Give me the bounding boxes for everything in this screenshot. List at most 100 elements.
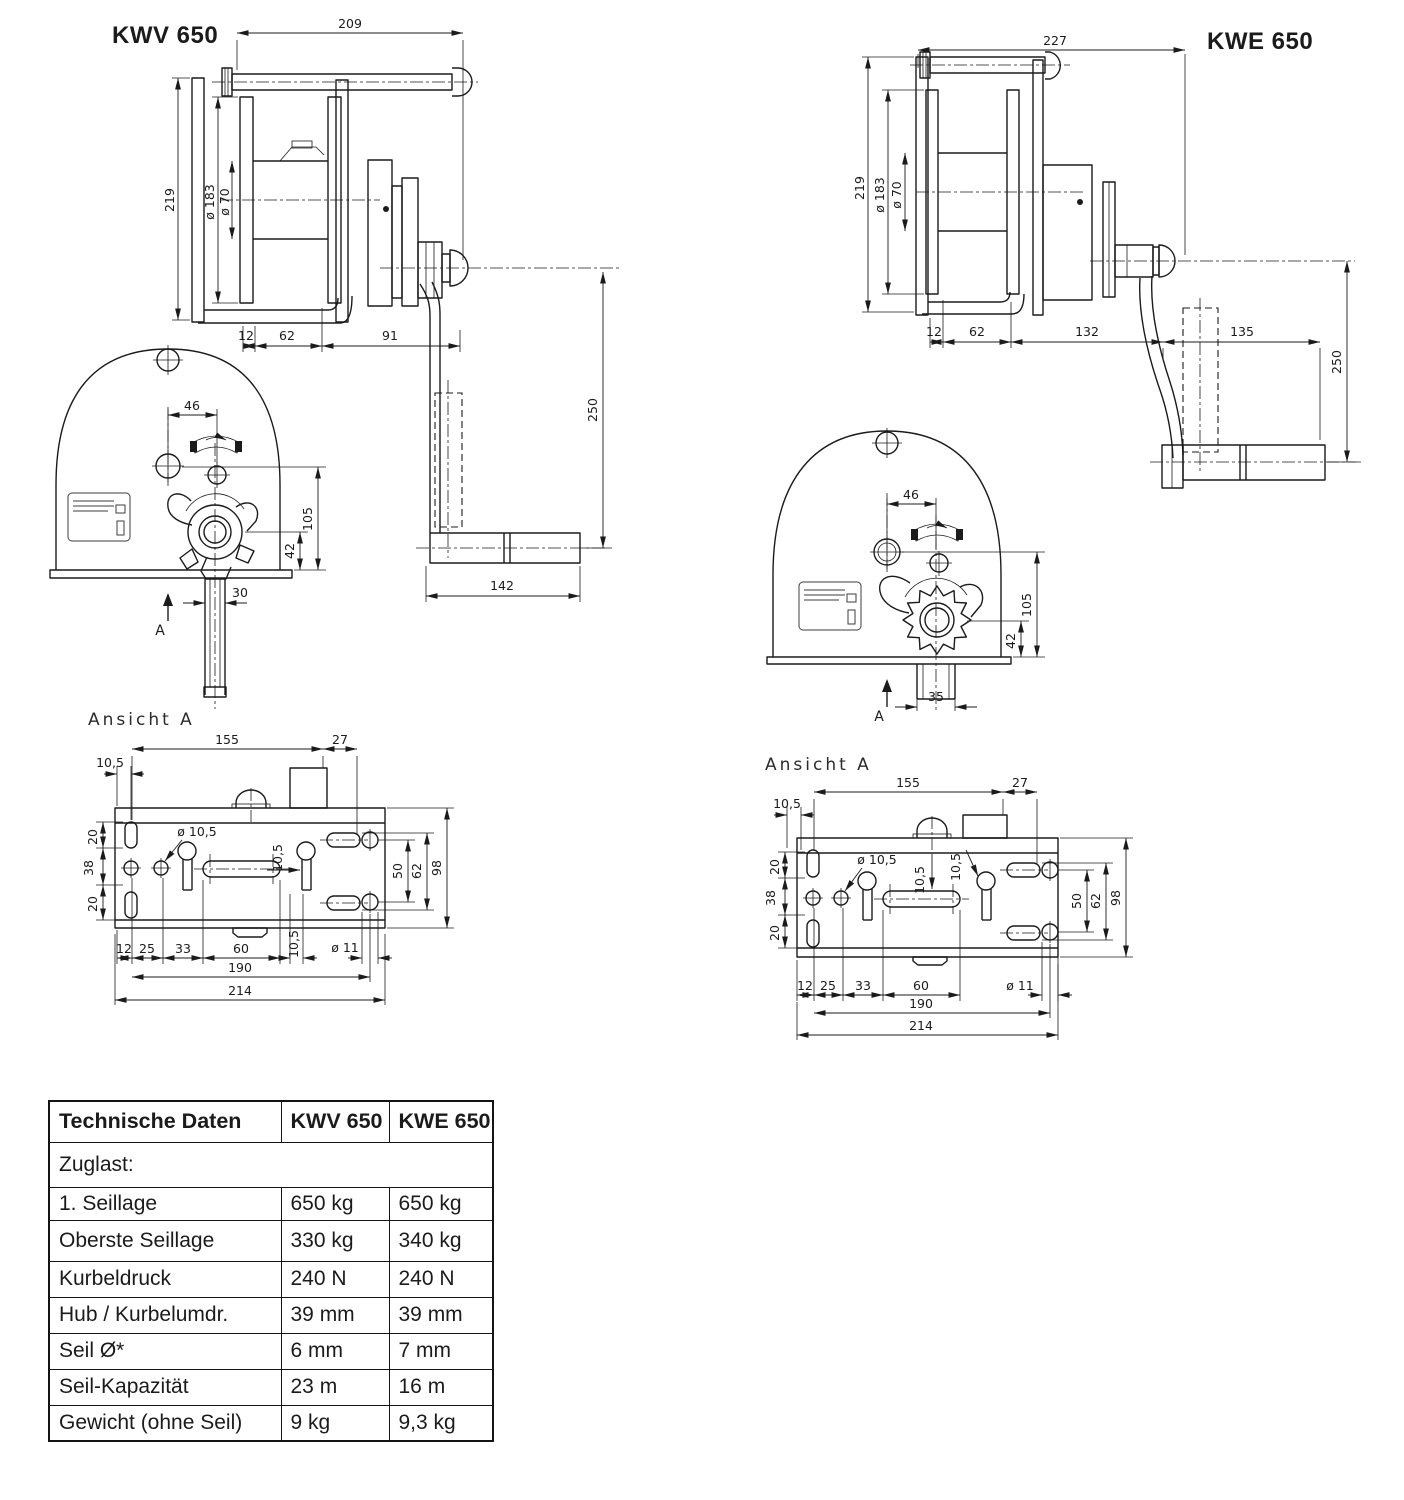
kwv-value: 240 N — [280, 1260, 390, 1298]
dim-10-5-bottom: 10,5 — [286, 930, 301, 958]
row-label: Oberste Seillage — [48, 1219, 282, 1262]
dim-219: 219 — [852, 176, 867, 200]
kwe-value: 9,3 kg — [388, 1404, 494, 1442]
dim-33: 33 — [175, 941, 191, 956]
table-header-kwe650: KWE 650 — [388, 1100, 494, 1143]
dim-33: 33 — [855, 978, 871, 993]
table-header-technische-daten: Technische Daten — [48, 1100, 282, 1143]
dim-dia183: ø 183 — [872, 177, 887, 212]
kwv-front-view-drawing: 46 105 42 30 A — [49, 345, 326, 709]
row-label: Seil-Kapazität — [48, 1368, 282, 1406]
dim-20b: 20 — [85, 896, 100, 912]
kwv-value: 650 kg — [280, 1186, 390, 1221]
kwv-front-dimensions: 46 105 42 30 A — [155, 398, 326, 639]
dim-190: 190 — [909, 996, 933, 1011]
dim-190: 190 — [228, 960, 252, 975]
row-label: Seil Ø* — [48, 1332, 282, 1370]
kwe-base-plate-drawing: 155 27 10,5 20 38 20 ø 10,5 10,5 10,5 50… — [763, 775, 1133, 1040]
kwe-plate-body — [796, 814, 1059, 966]
kwe-title: KWE 650 — [1207, 28, 1314, 55]
table-header-kwv650: KWV 650 — [280, 1100, 390, 1143]
view-a-letter: A — [874, 709, 884, 725]
dim-227: 227 — [1043, 33, 1067, 48]
dim-250: 250 — [585, 398, 600, 422]
ratchet-mechanism — [167, 462, 259, 580]
dim-25: 25 — [820, 978, 836, 993]
keyhole-slot — [976, 871, 996, 891]
table-row-seillage1: 1. Seillage 650 kg 650 kg — [48, 1186, 494, 1221]
dim-105: 105 — [1019, 593, 1034, 617]
dim-219: 219 — [162, 188, 177, 212]
dim-dia70: ø 70 — [889, 181, 904, 209]
rope-strap — [886, 493, 956, 711]
kwe-front-body — [766, 428, 1012, 711]
kwv-value: 330 kg — [280, 1219, 390, 1262]
dim-10-5-top: 10,5 — [773, 796, 801, 811]
kwe-value: 340 kg — [388, 1219, 494, 1262]
dim-62: 62 — [279, 328, 295, 343]
table-header-row: Technische Daten KWV 650 KWE 650 — [48, 1100, 494, 1143]
kwe-front-dimensions: 46 105 42 35 A — [874, 487, 1045, 725]
kwv-plate-dimensions: 155 27 10,5 20 38 20 ø 10,5 10,5 50 62 9… — [81, 732, 454, 1005]
keyhole-slot — [177, 841, 197, 861]
dim-214: 214 — [909, 1018, 933, 1033]
kwv-base-plate-drawing: 155 27 10,5 20 38 20 ø 10,5 10,5 50 62 9… — [81, 732, 454, 1005]
dim-10-5-mid1: 10,5 — [912, 866, 927, 894]
dim-98: 98 — [429, 860, 444, 876]
kwe-value: 39 mm — [388, 1296, 494, 1334]
dim-155: 155 — [896, 775, 920, 790]
kwe-value: 16 m — [388, 1368, 494, 1406]
dim-155: 155 — [215, 732, 239, 747]
view-a-arrow — [882, 679, 892, 692]
kwe-value: 650 kg — [388, 1186, 494, 1221]
dim-dia11: ø 11 — [331, 940, 359, 955]
dim-250: 250 — [1329, 350, 1344, 374]
row-label: Kurbeldruck — [48, 1260, 282, 1298]
dim-105: 105 — [300, 507, 315, 531]
kwe-side-view-drawing: 227 219 ø 183 ø 70 12 62 132 135 250 — [852, 33, 1362, 489]
dim-10-5-top: 10,5 — [96, 755, 124, 770]
folded-handle-outline — [434, 392, 463, 528]
kwe-front-view-drawing: 46 105 42 35 A — [766, 428, 1045, 725]
kwe-value: 240 N — [388, 1260, 494, 1298]
table-row-gewicht: Gewicht (ohne Seil) 9 kg 9,3 kg — [48, 1404, 494, 1442]
bottom-tab — [912, 956, 948, 966]
direction-label — [911, 520, 963, 542]
kwv-plate-body — [114, 767, 386, 938]
kwe-dimensions: 227 219 ø 183 ø 70 12 62 132 135 250 — [852, 33, 1356, 463]
kwe-value: 7 mm — [388, 1332, 494, 1370]
dim-214: 214 — [228, 983, 252, 998]
bracket-tab — [962, 814, 1008, 839]
kwv-side-view-drawing: 209 219 ø 183 ø 70 12 62 91 250 142 — [162, 16, 620, 602]
dim-38: 38 — [763, 890, 778, 906]
dim-62: 62 — [969, 324, 985, 339]
crank-arm — [1138, 277, 1174, 459]
type-plate — [798, 581, 862, 631]
dim-dia10-5: ø 10,5 — [857, 852, 896, 867]
dim-25: 25 — [139, 941, 155, 956]
table-row-zuglast: Zuglast: — [48, 1141, 494, 1188]
crank-knob — [449, 249, 469, 287]
dim-12: 12 — [116, 941, 132, 956]
kwv-value: 9 kg — [280, 1404, 390, 1442]
gear-housing — [367, 159, 393, 307]
dim-27: 27 — [332, 732, 348, 747]
dim-50: 50 — [390, 863, 405, 879]
dim-10-5-mid: 10,5 — [270, 844, 285, 872]
dim-135: 135 — [1230, 324, 1254, 339]
technical-data-table: Technische Daten KWV 650 KWE 650 Zuglast… — [48, 1100, 494, 1442]
dim-42: 42 — [282, 543, 297, 559]
crank-arm — [419, 283, 431, 533]
bracket-tab — [289, 767, 328, 809]
rope-guide — [279, 146, 325, 162]
gear-housing — [1042, 164, 1093, 301]
kwv-value: 23 m — [280, 1368, 390, 1406]
table-row-kurbeldruck: Kurbeldruck 240 N 240 N — [48, 1260, 494, 1298]
kwv-dimensions: 209 219 ø 183 ø 70 12 62 91 250 142 — [162, 16, 612, 602]
dim-42: 42 — [1003, 633, 1018, 649]
dim-132: 132 — [1075, 324, 1099, 339]
view-a-arrow — [163, 593, 173, 606]
dim-35: 35 — [928, 689, 944, 704]
type-plate — [67, 492, 131, 542]
